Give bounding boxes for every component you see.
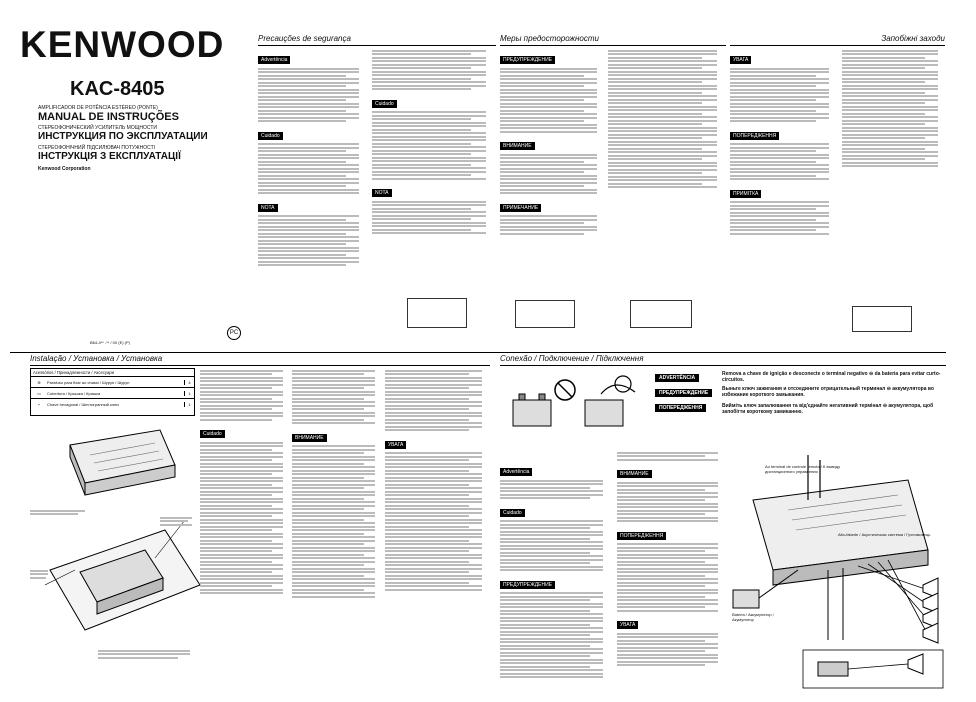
remote-label: Ao terminal de controle remoto / К вывод… [765,464,841,474]
kenwood-logo: KENWOOD [20,24,225,65]
header-conexao: Conexão / Подключение / Підключення [500,352,946,366]
header-mery: Меры предосторожности [500,32,726,46]
section-poperedzhennya: ПОПЕРЕДЖЕННЯ [730,131,780,140]
fuse-diagram-pt [407,298,467,328]
amplifier-drawing [69,429,176,496]
section-advertencia: Advertência [258,56,291,64]
section-cuidado: Cuidado [258,131,283,140]
mount-caption [98,648,198,660]
cover-line5: СТЕРЕОФОНІЧНИЙ ПІДСИЛЮВАЧ ПОТУЖНОСТІ [38,145,156,151]
screw-icon: ⊕ [37,379,41,385]
mount-label-3 [160,515,195,527]
warn-badge-ru: ПРЕДУПРЕЖДЕНИЕ [655,389,713,397]
conn-uvaga: УВАГА [617,621,639,629]
install-col3: УВАГА [385,368,490,668]
install-uvaga: УВАГА [385,440,407,449]
hex-key-icon: ⌐ [37,402,41,407]
acc1-label: Parafuso para fixar ao chassi / Шуруп / … [47,379,130,385]
fuse-diagram-ua [852,306,912,332]
conn-cuidado: Cuidado [500,508,525,517]
mount-label-2 [30,568,50,580]
section-nota-2: NOTA [372,189,392,197]
conn-poperedzhennya: ПОПЕРЕДЖЕННЯ [617,531,667,540]
cover-corp: Kenwood Corporation [38,166,91,172]
battery-disconnect-drawing [512,375,636,427]
cover-line2: MANUAL DE INSTRUÇÕES [38,111,179,123]
cover-panel: KENWOOD KAC-8405 AMPLIFICADOR DE POTÊNCI… [10,10,250,350]
install-col2: ВНИМАНИЕ [292,368,382,668]
acc3-label: Chave hexagonal / Шестигранный ключ [47,402,120,407]
precaucoes-col2: Cuidado NOTA [372,48,496,338]
zahody-col1: УВАГА ПОПЕРЕДЖЕННЯ ПРИМІТКА [730,48,838,338]
section-nota: NOTA [258,203,278,212]
acc3-qty: 1 [184,402,194,407]
fuse-diagram-ru2 [630,300,692,328]
cover-icon: ▭ [37,390,41,396]
cover-line6: ІНСТРУКЦІЯ З ЕКСПЛУАТАЦІЇ [38,151,181,162]
conn-col2: ВНИМАНИЕ ПОПЕРЕДЖЕННЯ УВАГА [617,450,727,680]
header-zahody: Запобіжні заходи [730,32,945,46]
header-instalacao: Instalação / Установка / Установка [30,352,490,366]
battery-label: Bateria / Аккумулятор / Акумулятор [732,612,774,622]
section-preduprezhdenie: ПРЕДУПРЕЖДЕНИЕ [500,56,556,64]
cover-line4: ИНСТРУКЦИЯ ПО ЭКСПЛУАТАЦИИ [38,131,208,142]
install-vnimanie: ВНИМАНИЕ [292,433,327,442]
section-primechanie: ПРИМЕЧАНИЕ [500,203,542,212]
certification-mark: PC [227,326,241,340]
conn-preduprezhdenie: ПРЕДУПРЕЖДЕНИЕ [500,580,556,589]
install-col1: Cuidado [200,368,290,668]
conn-note-pt: Remova a chave de ignição e desconecte o… [722,371,941,383]
model-number: KAC-8405 [70,78,165,100]
mery-col1: ПРЕДУПРЕЖДЕНИЕ ВНИМАНИЕ ПРИМЕЧАНИЕ [500,48,605,338]
acc2-qty: 1 [184,390,194,396]
conn-col1: Advertência Cuidado ПРЕДУПРЕЖДЕНИЕ [500,460,612,680]
mery-col2 [608,48,726,338]
precaucoes-col1: Advertência Cuidado NOTA [258,48,368,338]
mount-label-1 [30,508,90,517]
warn-badge-pt: ADVERTÊNCIA [655,374,700,382]
conn-advertencia: Advertência [500,468,533,476]
fuse-diagram-ru1 [515,300,575,328]
acc1-qty: 4 [184,379,194,385]
cover-code: B64-4** -** / 00 (E) (P) [90,340,131,345]
section-vnimanie: ВНИМАНИЕ [500,142,535,150]
mounting-drawing [45,519,201,631]
section-cuidado-2: Cuidado [372,99,397,108]
header-precaucoes: Precauções de segurança [258,32,496,46]
install-cuidado: Cuidado [200,430,225,438]
speaker-label: Alto-falante / Акустическая система / Гу… [838,532,931,537]
conn-note-ua: Вийміть ключ запалювання та від'єднайте … [722,403,934,415]
section-uvaga: УВАГА [730,56,752,64]
zahody-col2 [842,48,946,338]
acc-header: Acessórios / Принадлежности / Аксесуари [31,369,194,377]
accessories-table: Acessórios / Принадлежности / Аксесуари … [30,368,195,416]
acc2-label: Cobertura / Крышка / Кришка [47,390,101,396]
section-primitka: ПРИМІТКА [730,189,762,198]
wiring-diagram [732,455,944,689]
cover-line3: СТЕРЕОФОНИЧЕСКИЙ УСИЛИТЕЛЬ МОЩНОСТИ [38,125,157,131]
warn-badge-ua: ПОПЕРЕДЖЕННЯ [655,404,707,412]
conn-note-ru: Выньте ключ зажигания и отсоедините отри… [722,386,934,398]
cover-line1: AMPLIFICADOR DE POTÊNCIA ESTÉREO (PONTE) [38,105,158,111]
conn-vnimanie: ВНИМАНИЕ [617,470,652,478]
page-divider [10,352,946,353]
